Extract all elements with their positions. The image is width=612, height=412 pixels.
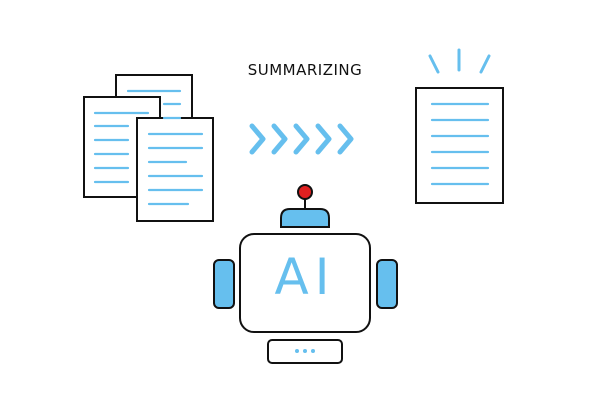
robot-antenna-base [280, 208, 330, 228]
summary-document-icon [415, 87, 504, 204]
robot-ear-left [213, 259, 235, 309]
robot-icon [213, 184, 398, 364]
summary-text-lines [430, 102, 490, 186]
chevron-1 [249, 123, 266, 155]
robot-ear-right [376, 259, 398, 309]
chevron-2 [271, 123, 288, 155]
heading-label: SUMMARIZING [247, 61, 363, 79]
robot-antenna-beacon [297, 184, 313, 200]
robot-screen-label: AI [274, 248, 336, 306]
summary-sheet [415, 87, 504, 204]
sparkle-icon [428, 48, 491, 74]
robot-head [239, 233, 371, 333]
chevron-right-icon [249, 123, 354, 155]
chevron-3 [293, 123, 310, 155]
document-text-lines [93, 89, 204, 206]
chevron-4 [315, 123, 332, 155]
robot-base-dots [295, 349, 315, 353]
chevron-5 [337, 123, 354, 155]
